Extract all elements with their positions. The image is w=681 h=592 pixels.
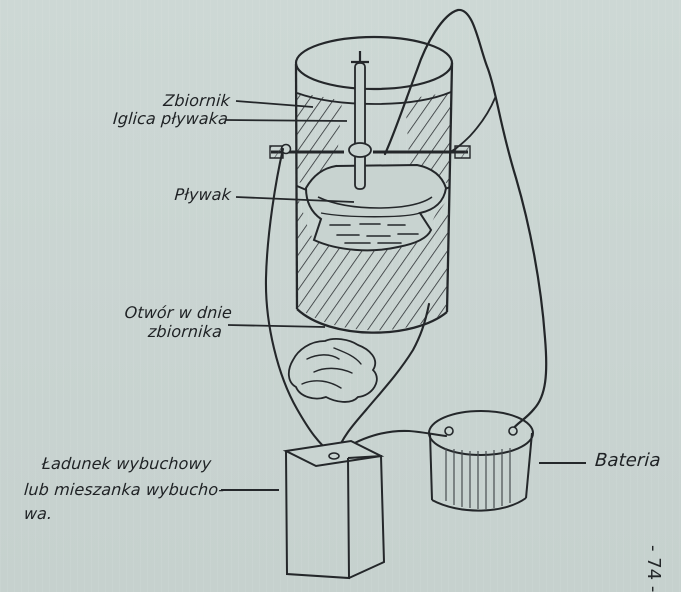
needle-contact-disc — [349, 143, 371, 157]
charge-side — [348, 456, 384, 578]
bottom-hole-label-line-1: Otwór w dnie — [100, 304, 232, 321]
debris-clump — [289, 339, 377, 402]
charge-box — [286, 441, 384, 578]
page-number: - 74 - — [643, 545, 664, 592]
battery-label: Bateria — [594, 451, 661, 470]
charge-terminal — [329, 453, 339, 459]
battery — [429, 411, 533, 511]
battery-stripes — [446, 448, 510, 509]
charge-front — [286, 451, 349, 578]
bottom-hole-label-arrow — [228, 325, 325, 327]
tank — [270, 37, 470, 333]
battery-right-terminal — [509, 427, 517, 435]
upper-right-connection — [450, 98, 495, 152]
battery-top — [429, 411, 533, 455]
battery-left-side — [430, 433, 432, 500]
needle-rod — [355, 63, 365, 189]
debris-details — [302, 348, 361, 388]
tank-top-rim — [296, 37, 452, 89]
float-label: Pływak — [158, 186, 231, 203]
tank-label: Zbiornik — [138, 92, 230, 109]
charge-label-line-2: lub mieszanka wybucho- — [23, 481, 224, 498]
float-needle-label-arrow — [226, 120, 347, 121]
charge-label-line-3: wa. — [23, 505, 52, 522]
battery-left-terminal — [445, 427, 453, 435]
charge-label-line-1: Ładunek wybuchowy — [41, 455, 211, 472]
bottom-hole-label-line-2: zbiornika — [120, 323, 222, 340]
float-needle-label: Iglica pływaka — [112, 110, 222, 127]
